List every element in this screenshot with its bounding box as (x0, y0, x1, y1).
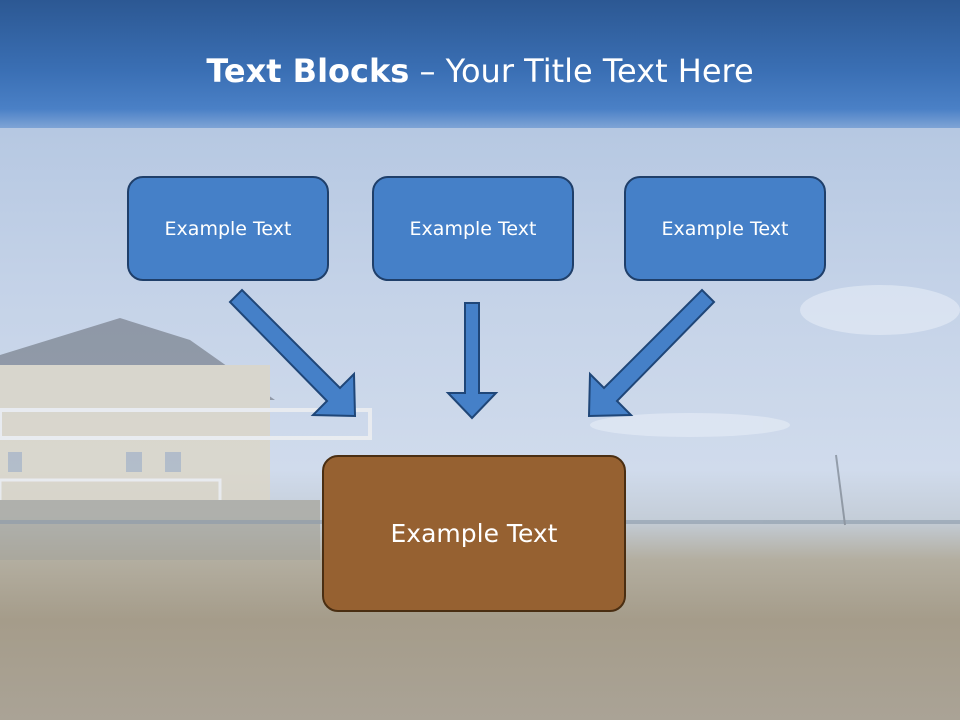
title-bold: Text Blocks (206, 52, 410, 90)
title-bar (0, 0, 960, 128)
title-rest: Your Title Text Here (445, 52, 754, 90)
title-separator: – (409, 52, 446, 90)
arrow-down-right (228, 288, 357, 418)
arrow-down-left (587, 288, 716, 418)
slide-title: Text Blocks – Your Title Text Here (0, 52, 960, 90)
text-block-2[interactable]: Example Text (372, 176, 574, 281)
text-block-3[interactable]: Example Text (624, 176, 826, 281)
text-block-1[interactable]: Example Text (127, 176, 329, 281)
result-block[interactable]: Example Text (322, 455, 626, 612)
beach-house (0, 318, 372, 560)
arrow-down (445, 302, 499, 420)
